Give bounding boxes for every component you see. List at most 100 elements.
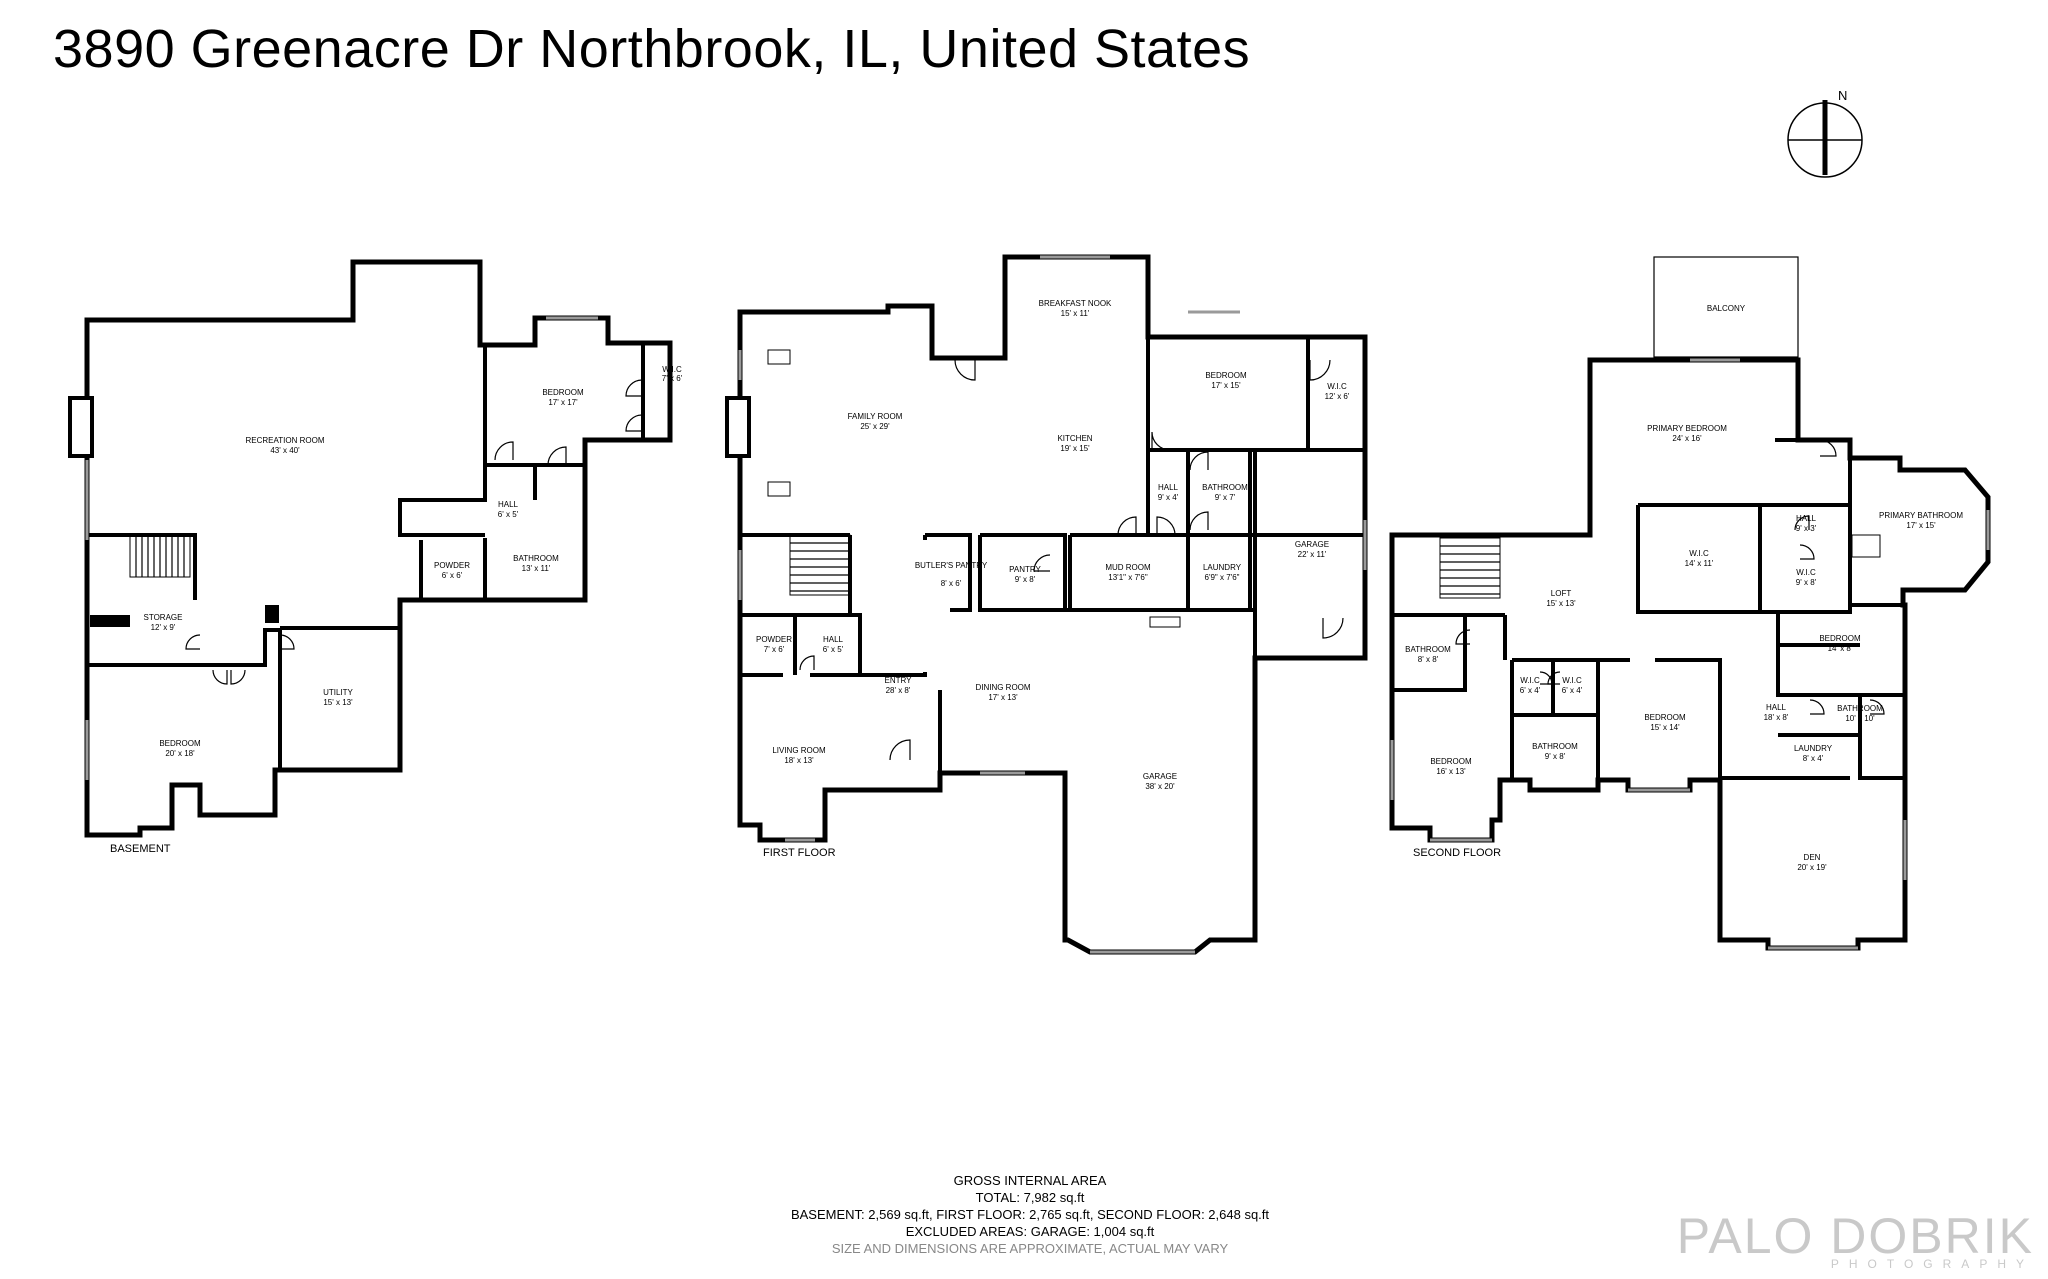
room-size-label: 12' x 6' [1325, 392, 1350, 401]
brand-subtitle: PHOTOGRAPHY [1830, 1257, 2034, 1271]
room-size-label: 17' x 15' [1211, 381, 1241, 390]
room-name-label: DEN [1804, 853, 1821, 862]
room-name-label: BATHROOM [1202, 483, 1248, 492]
room-name-label: W.I.C [1689, 549, 1709, 558]
room-name-label: MUD ROOM [1105, 563, 1151, 572]
room-size-label: 22' x 11' [1298, 550, 1327, 559]
basement-plan: RECREATION ROOM 43' x 40' BEDROOM 17' x … [68, 259, 683, 855]
room-name-label: HALL [498, 500, 519, 509]
fireplace-icon [68, 396, 94, 458]
room-name-label: BATHROOM [1532, 742, 1578, 751]
room-size-label: 8' x 8' [1418, 655, 1439, 664]
room-name-label: HALL [1796, 514, 1817, 523]
room-size-label: 8' x 6' [941, 579, 962, 588]
room-size-label: 16' x 13' [1436, 767, 1466, 776]
room-name-label: BEDROOM [159, 739, 201, 748]
room-size-label: 10' x 10' [1845, 714, 1875, 723]
area-heading: GROSS INTERNAL AREA [953, 1173, 1107, 1188]
area-excluded: EXCLUDED AREAS: GARAGE: 1,004 sq.ft [905, 1224, 1155, 1239]
area-breakdown: BASEMENT: 2,569 sq.ft, FIRST FLOOR: 2,76… [790, 1207, 1270, 1222]
room-name-label: BEDROOM [542, 388, 584, 397]
room-size-label: 9' x 8' [1015, 575, 1036, 584]
room-size-label: 14' x 11' [1685, 559, 1714, 568]
area-summary: GROSS INTERNAL AREA TOTAL: 7,982 sq.ft B… [700, 1172, 1360, 1257]
stairs-icon [789, 534, 851, 596]
stairs-icon [129, 534, 191, 578]
room-size-label: 6' x 6' [442, 571, 463, 580]
room-name-label: LAUNDRY [1794, 744, 1833, 753]
brand-name: PALO DOBRIK [1676, 1208, 2034, 1264]
room-name-label: RECREATION ROOM [246, 436, 325, 445]
room-size-label: 9' x 7' [1215, 493, 1236, 502]
room-size-label: 8' x 4' [1803, 754, 1824, 763]
room-size-label: 28' x 8' [886, 686, 911, 695]
room-size-label: 13' x 11' [522, 564, 551, 573]
room-size-label: 15' x 11' [1061, 309, 1090, 318]
room-size-label: 9' x 8' [1796, 578, 1817, 587]
room-size-label: 18' x 13' [784, 756, 814, 765]
area-total: TOTAL: 7,982 sq.ft [975, 1190, 1085, 1205]
fireplace-icon [725, 396, 751, 458]
room-size-label: 17' x 15' [1906, 521, 1936, 530]
room-size-label: 7' x 6' [662, 374, 683, 383]
room-size-label: 43' x 40' [270, 446, 300, 455]
room-name-label: BATHROOM [1837, 704, 1883, 713]
room-size-label: 20' x 18' [165, 749, 195, 758]
compass-north-label: N [1838, 88, 1847, 103]
room-name-label: BEDROOM [1430, 757, 1472, 766]
room-size-label: 9' x 3' [1796, 524, 1817, 533]
second-floor-plan: BALCONY PRIMARY BEDROOM 24' x 16' HALL 9… [1389, 256, 1991, 951]
room-size-label: 9' x 8' [1545, 752, 1566, 761]
page-title: 3890 Greenacre Dr Northbrook, IL, United… [53, 19, 1251, 79]
room-name-label: PRIMARY BATHROOM [1879, 511, 1963, 520]
room-name-label: W.I.C [1796, 568, 1816, 577]
room-size-label: 19' x 15' [1060, 444, 1090, 453]
room-size-label: 9' x 4' [1158, 493, 1179, 502]
room-size-label: 20' x 19' [1797, 863, 1827, 872]
room-name-label: HALL [823, 635, 844, 644]
room-size-label: 13'1" x 7'6" [1108, 573, 1148, 582]
room-size-label: 6'9" x 7'6" [1205, 573, 1240, 582]
room-name-label: BREAKFAST NOOK [1039, 299, 1112, 308]
room-name-label: GARAGE [1143, 772, 1177, 781]
room-name-label: BATHROOM [513, 554, 559, 563]
room-size-label: 17' x 13' [988, 693, 1018, 702]
room-name-label: STORAGE [144, 613, 183, 622]
room-name-label: FAMILY ROOM [848, 412, 903, 421]
room-size-label: 38' x 20' [1145, 782, 1175, 791]
room-name-label: BALCONY [1707, 304, 1746, 313]
room-size-label: 6' x 4' [1520, 686, 1541, 695]
room-size-label: 7' x 6' [764, 645, 785, 654]
room-name-label: BEDROOM [1205, 371, 1247, 380]
room-name-label: GARAGE [1295, 540, 1329, 549]
room-size-label: 15' x 13' [1546, 599, 1576, 608]
brand-logo: PALO DOBRIK PHOTOGRAPHY [1677, 1211, 2034, 1271]
room-name-label: UTILITY [323, 688, 353, 697]
room-name-label: HALL [1158, 483, 1179, 492]
room-name-label: BEDROOM [1644, 713, 1686, 722]
room-size-label: 14' x 8' [1828, 644, 1853, 653]
floor-label-second-floor: SECOND FLOOR [1413, 847, 1501, 859]
room-size-label: 6' x 5' [823, 645, 844, 654]
room-name-label: POWDER [756, 635, 792, 644]
floor-label-basement: BASEMENT [110, 843, 171, 855]
first-floor-plan: BREAKFAST NOOK 15' x 11' FAMILY ROOM 25'… [725, 254, 1368, 955]
room-name-label: W.I.C [1327, 382, 1347, 391]
room-name-label: DINING ROOM [975, 683, 1030, 692]
floor-label-first-floor: FIRST FLOOR [763, 847, 836, 859]
room-name-label: W.I.C [1520, 676, 1540, 685]
room-name-label: LOFT [1551, 589, 1572, 598]
room-name-label: KITCHEN [1057, 434, 1092, 443]
room-name-label: W.I.C [662, 365, 682, 374]
room-name-label: LAUNDRY [1203, 563, 1242, 572]
room-name-label: HALL [1766, 703, 1787, 712]
room-size-label: 12' x 9' [151, 623, 176, 632]
room-name-label: PRIMARY BEDROOM [1647, 424, 1727, 433]
room-name-label: LIVING ROOM [772, 746, 826, 755]
room-name-label: BEDROOM [1819, 634, 1861, 643]
room-name-label: BATHROOM [1405, 645, 1451, 654]
room-size-label: 17' x 17' [548, 398, 578, 407]
compass-icon: N [1787, 88, 1863, 178]
room-size-label: 24' x 16' [1672, 434, 1702, 443]
